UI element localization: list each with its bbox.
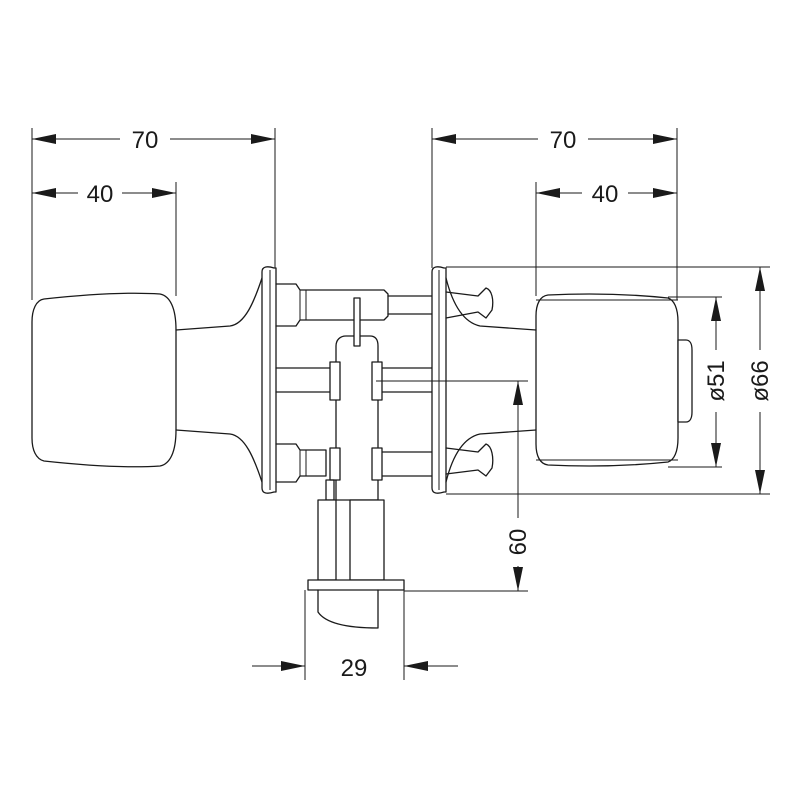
dim-left-total: 70 <box>32 127 275 154</box>
dim-left-knob: 40 <box>32 181 176 208</box>
dim-outer-diameter-label: ø66 <box>747 360 774 401</box>
left-knob <box>31 277 263 483</box>
dim-right-knob: 40 <box>536 181 677 208</box>
dim-right-knob-label: 40 <box>592 181 619 208</box>
left-knob-neck <box>175 277 263 483</box>
left-knob-body <box>31 292 177 468</box>
dim-outer-diameter: ø66 <box>747 267 774 494</box>
latch-bolt <box>317 589 379 629</box>
right-knob <box>445 277 693 483</box>
dim-backset: 60 <box>505 381 532 591</box>
left-screw-bosses <box>275 283 389 483</box>
extension-lines <box>31 128 770 680</box>
dim-inner-diameter-label: ø51 <box>703 360 730 401</box>
dim-latch-width: 29 <box>252 655 458 682</box>
spindle-bars <box>275 295 433 477</box>
latch-tube <box>317 499 337 581</box>
dim-inner-diameter: ø51 <box>703 297 730 467</box>
latch-chassis <box>335 335 379 501</box>
latch-assembly <box>307 297 405 629</box>
right-rose <box>431 266 447 494</box>
right-screws <box>445 287 494 477</box>
dim-right-total-label: 70 <box>550 127 577 154</box>
dim-backset-label: 60 <box>505 529 532 556</box>
right-knob-button <box>677 339 693 423</box>
left-rose-plate <box>261 266 277 494</box>
left-rose <box>261 266 277 494</box>
dim-right-total: 70 <box>432 127 677 154</box>
right-knob-body <box>535 293 679 467</box>
right-knob-neck <box>445 277 537 483</box>
latch-faceplate <box>307 579 405 591</box>
dim-latch-width-label: 29 <box>341 655 368 682</box>
dim-left-total-label: 70 <box>132 127 159 154</box>
dim-left-knob-label: 40 <box>87 181 114 208</box>
